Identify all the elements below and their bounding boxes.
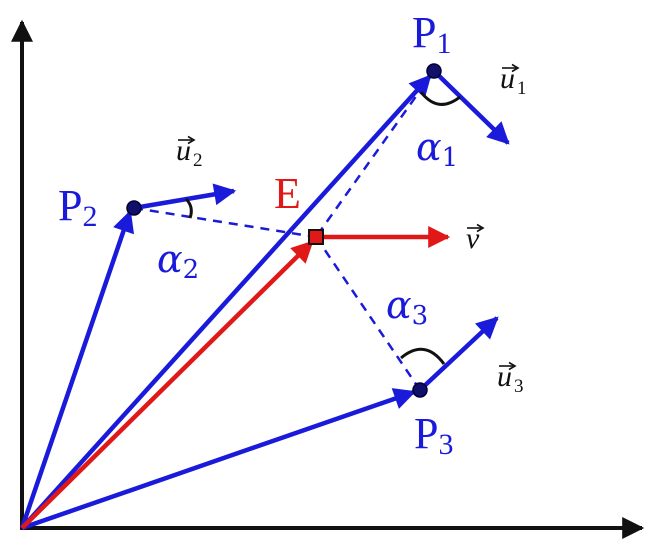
label-alpha1: α1 — [416, 125, 458, 173]
vector-overbar-tip-icon — [187, 135, 196, 145]
vector-u1 — [432, 69, 510, 145]
point-p2 — [126, 200, 142, 216]
point-p3 — [412, 382, 428, 398]
vector-u3 — [418, 316, 499, 392]
vector-origin-to-p2 — [19, 209, 135, 529]
label-alpha3: α3 — [386, 283, 428, 331]
label-p1: P1 — [412, 8, 451, 60]
vector-u2 — [133, 183, 237, 211]
label-e: E — [274, 169, 301, 218]
vector-overbar-tip-icon — [511, 63, 520, 73]
svg-text:u1: u1 — [500, 62, 527, 99]
vector-origin-to-p1 — [20, 74, 432, 530]
label-p3: P3 — [414, 409, 453, 461]
angle-arc-a1 — [419, 91, 461, 106]
label-p2: P2 — [58, 181, 97, 233]
label-v: v — [466, 222, 485, 255]
vector-origin-to-e — [20, 240, 314, 530]
vector-overbar-tip-icon — [508, 361, 517, 371]
svg-text:u3: u3 — [497, 360, 524, 397]
vector-overbar-tip-icon — [476, 223, 485, 233]
svg-text:v: v — [466, 222, 480, 255]
angle-arc-a2 — [184, 197, 193, 219]
vector-origin-to-p3 — [21, 388, 417, 531]
svg-text:u2: u2 — [176, 134, 203, 171]
point-p1 — [426, 63, 442, 79]
label-alpha2: α2 — [157, 237, 199, 285]
angle-arc-a3 — [400, 347, 446, 365]
dashed-p1-to-e — [314, 70, 436, 238]
point-e — [308, 229, 324, 245]
